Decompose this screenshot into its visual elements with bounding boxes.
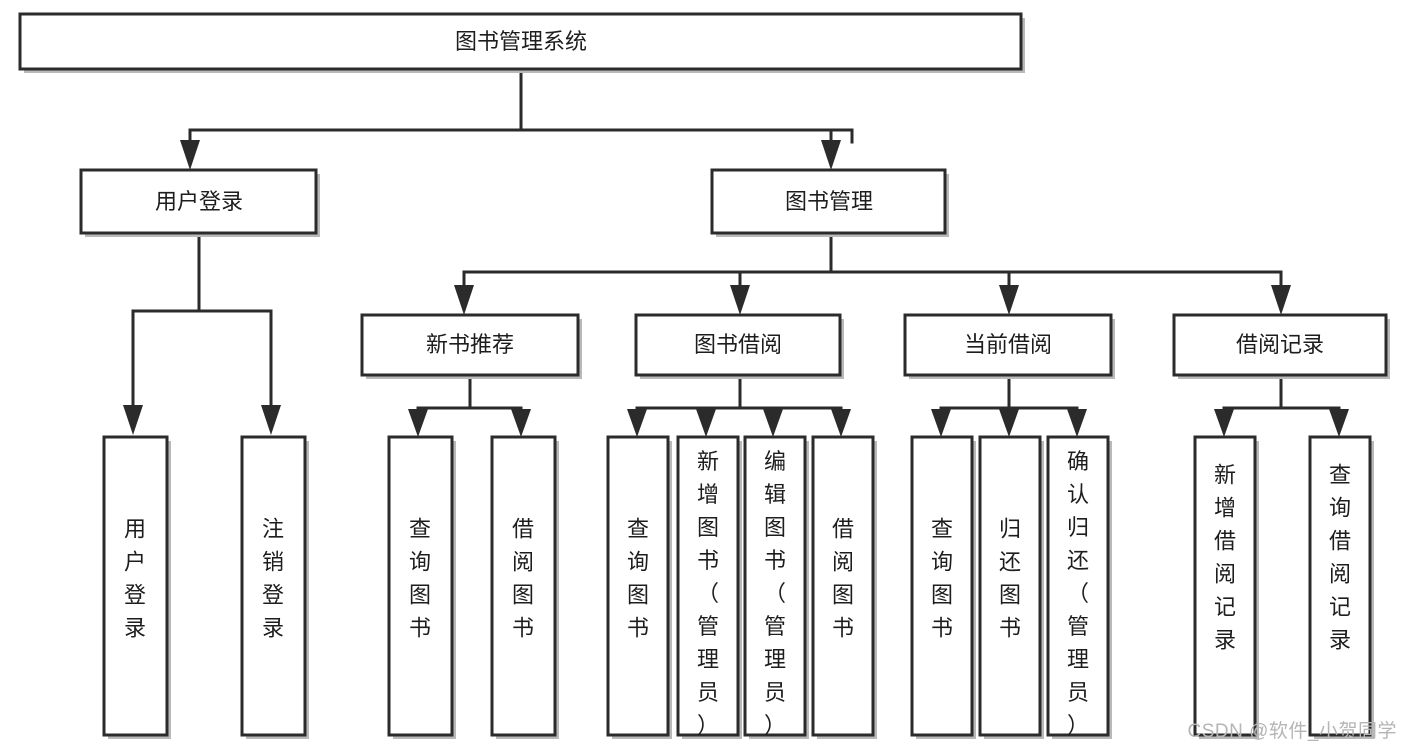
arrow-head-book-borrow (730, 285, 750, 315)
arrow-head-bookborrow-leaf-3 (763, 409, 783, 437)
leaf-layer: 用户登录 注销登录 查询图书 借阅图书 查询图书 (102, 435, 1374, 739)
arrow-head-book-management (821, 140, 841, 170)
node-book-borrow[interactable]: 图书借阅 (634, 313, 844, 379)
leaf-current-borrow-1[interactable]: 查询图书 (910, 435, 976, 739)
arrow-head-bookborrow-leaf-2 (696, 409, 716, 437)
arrow-head-user-leaf-1 (123, 405, 143, 435)
leaf-current-borrow-3[interactable]: 确认归还（管理员） (1046, 435, 1112, 739)
leaf-label: 归还图书 (999, 517, 1021, 641)
node-new-book-recommend[interactable]: 新书推荐 (360, 313, 582, 379)
arrow-head-bookborrow-leaf-1 (627, 409, 647, 437)
leaf-label: 编辑图书（管理员） (764, 449, 786, 738)
leaf-book-borrow-1[interactable]: 查询图书 (606, 435, 672, 739)
leaf-new-book-2[interactable]: 借阅图书 (490, 435, 559, 739)
leaf-user-login-2[interactable]: 注销登录 (240, 435, 309, 739)
leaf-book-borrow-3[interactable]: 编辑图书（管理员） (743, 435, 809, 739)
root-label: 图书管理系统 (455, 29, 587, 54)
borrow-record-label: 借阅记录 (1236, 332, 1324, 357)
leaf-book-borrow-4[interactable]: 借阅图书 (811, 435, 877, 739)
leaf-label: 借阅图书 (832, 517, 854, 641)
leaf-box (606, 435, 670, 737)
leaf-current-borrow-2[interactable]: 归还图书 (978, 435, 1044, 739)
leaf-box (743, 435, 807, 737)
leaf-label: 借阅图书 (512, 517, 534, 641)
arrow-head-currentborrow-leaf-2 (999, 409, 1019, 437)
leaf-label: 注销登录 (262, 517, 284, 641)
leaf-box (490, 435, 557, 737)
new-book-label: 新书推荐 (426, 332, 514, 357)
leaf-box (676, 435, 740, 737)
new-book-box (360, 313, 580, 377)
leaf-box (1046, 435, 1110, 737)
node-book-management[interactable]: 图书管理 (710, 168, 949, 237)
watermark-text: CSDN @软件_小贺同学 (1187, 721, 1397, 742)
current-borrow-box (903, 313, 1113, 377)
arrow-head-user-leaf-2 (261, 405, 281, 435)
leaf-label: 查询图书 (627, 517, 649, 641)
node-borrow-record[interactable]: 借阅记录 (1172, 313, 1390, 379)
leaf-label: 确认归还（管理员） (1067, 449, 1089, 738)
leaf-label: 新增图书（管理员） (697, 449, 719, 738)
arrow-head-borrowrecord-leaf-2 (1329, 409, 1349, 437)
arrow-head-borrowrecord-leaf-1 (1214, 409, 1234, 437)
leaf-user-login-1[interactable]: 用户登录 (102, 435, 171, 739)
leaf-box (910, 435, 974, 737)
borrow-record-box (1172, 313, 1388, 377)
leaf-label: 查询借阅记录 (1329, 463, 1351, 653)
book-borrow-box (634, 313, 842, 377)
arrow-head-bookborrow-leaf-4 (831, 409, 851, 437)
arrow-head-currentborrow-leaf-1 (931, 409, 951, 437)
arrow-head-new-book (454, 285, 474, 315)
book-management-box (710, 168, 947, 235)
leaf-new-book-1[interactable]: 查询图书 (387, 435, 456, 739)
book-borrow-label: 图书借阅 (694, 332, 782, 357)
user-login-label: 用户登录 (155, 189, 243, 214)
leaf-box (1193, 435, 1257, 737)
leaf-box (978, 435, 1042, 737)
leaf-borrow-record-1[interactable]: 新增借阅记录 (1193, 435, 1259, 739)
leaf-box (1308, 435, 1372, 737)
leaf-label: 新增借阅记录 (1214, 463, 1236, 653)
leaf-label: 用户登录 (124, 517, 146, 641)
leaf-label: 查询图书 (931, 517, 953, 641)
root-box (18, 12, 1023, 71)
node-current-borrow[interactable]: 当前借阅 (903, 313, 1115, 379)
leaf-label: 查询图书 (409, 517, 431, 641)
book-management-label: 图书管理 (785, 189, 873, 214)
arrow-head-current-borrow (999, 285, 1019, 315)
leaf-box (387, 435, 454, 737)
leaf-book-borrow-2[interactable]: 新增图书（管理员） (676, 435, 742, 739)
node-user-login[interactable]: 用户登录 (79, 168, 320, 237)
leaf-box (240, 435, 307, 737)
connector-layer (123, 67, 1349, 437)
node-root[interactable]: 图书管理系统 (18, 12, 1025, 73)
arrow-head-newbook-leaf-2 (511, 409, 531, 437)
current-borrow-label: 当前借阅 (964, 332, 1052, 357)
user-login-box (79, 168, 318, 235)
leaf-box (811, 435, 875, 737)
leaf-borrow-record-2[interactable]: 查询借阅记录 (1308, 435, 1374, 739)
arrow-head-currentborrow-leaf-3 (1067, 409, 1087, 437)
arrow-head-user-login (180, 140, 200, 170)
arrow-head-newbook-leaf-1 (408, 409, 428, 437)
leaf-box (102, 435, 169, 737)
arrow-head-borrow-record (1271, 285, 1291, 315)
